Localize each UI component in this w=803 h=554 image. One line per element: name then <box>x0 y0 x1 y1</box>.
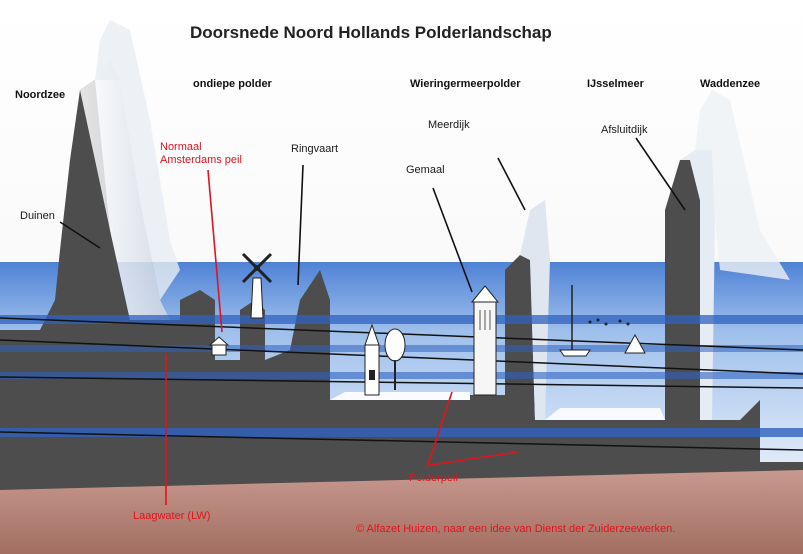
label-laagwater: Laagwater (LW) <box>133 510 211 522</box>
gemaal-pointer <box>432 187 473 293</box>
band-polderpeil <box>0 428 803 437</box>
meerdijk-pointer <box>497 157 526 211</box>
band-low <box>0 372 803 379</box>
region-ijsselmeer: IJsselmeer <box>587 78 644 90</box>
region-noordzee: Noordzee <box>15 89 66 101</box>
ground-block <box>0 80 803 490</box>
ringvaart-pointer <box>297 164 304 286</box>
label-ringvaart: Ringvaart <box>291 143 339 155</box>
page-title: Doorsnede Noord Hollands Polderlandschap <box>190 23 552 42</box>
nap-pointer <box>207 169 223 333</box>
duinen-pointer <box>59 221 101 249</box>
afsluitdijk-pointer <box>635 137 686 211</box>
label-nap-line2: Amsterdams peil <box>160 154 242 166</box>
church-icon <box>364 323 380 396</box>
small-sailboat-icon <box>624 333 646 354</box>
gemaal-tower-icon <box>470 285 500 396</box>
line-4 <box>0 431 803 451</box>
lake-floor <box>545 408 665 420</box>
credit-line: © Alfazet Huizen, naar een idee van Dien… <box>356 523 676 535</box>
label-nap-line1: Normaal <box>160 141 202 153</box>
meerdijk-surface <box>520 200 550 420</box>
label-meerdijk: Meerdijk <box>428 119 470 131</box>
birds-icon <box>588 318 630 326</box>
back-wall <box>95 20 180 300</box>
region-wieringermeerpolder: Wieringermeerpolder <box>410 78 521 90</box>
dune-surface <box>80 60 170 320</box>
polderpeil-pointer-a <box>426 391 453 469</box>
small-house-icon <box>208 336 230 356</box>
polderpeil-pointer-b <box>429 451 519 466</box>
label-duinen: Duinen <box>20 210 55 222</box>
soil-layer <box>0 468 803 554</box>
sailboat-icon <box>559 285 591 357</box>
region-waddenzee: Waddenzee <box>700 78 761 90</box>
line-3 <box>0 376 803 389</box>
label-polderpeil: Polderpeil <box>409 472 458 484</box>
windmill-icon <box>241 252 273 319</box>
afsluitdijk-surface <box>680 150 715 420</box>
tree-icon <box>384 328 406 390</box>
back-wall-right <box>695 90 790 280</box>
band-nap <box>0 315 803 324</box>
label-gemaal: Gemaal <box>406 164 445 176</box>
label-afsluitdijk: Afsluitdijk <box>601 124 648 136</box>
region-ondiepe-polder: ondiepe polder <box>193 78 272 90</box>
